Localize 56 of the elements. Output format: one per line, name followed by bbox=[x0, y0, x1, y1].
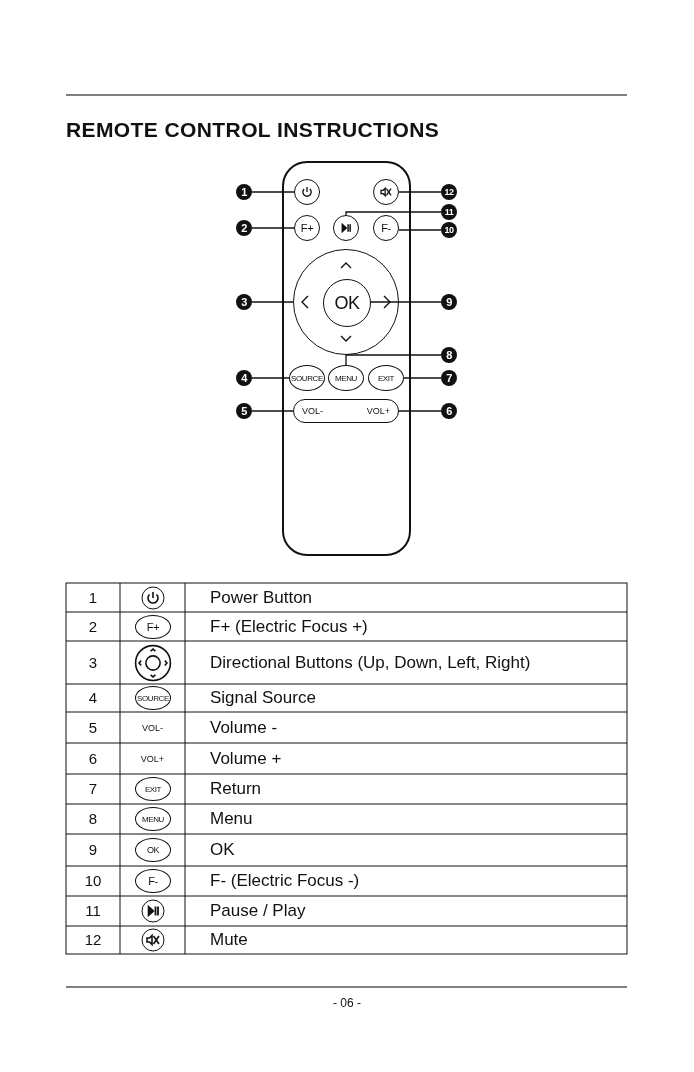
function-description: Menu bbox=[210, 808, 253, 830]
leader-line bbox=[403, 377, 442, 379]
callout-number: 5 bbox=[236, 403, 252, 419]
function-description: Power Button bbox=[210, 586, 313, 609]
callout-number: 8 bbox=[441, 347, 457, 363]
function-description: Return bbox=[210, 778, 262, 800]
row-number: 5 bbox=[87, 717, 99, 738]
leader-line bbox=[398, 229, 442, 231]
function-description: F+ (Electric Focus +) bbox=[210, 615, 368, 638]
row-number: 8 bbox=[87, 809, 99, 829]
leader-line bbox=[398, 410, 442, 412]
function-description: F- (Electric Focus -) bbox=[210, 870, 360, 892]
callout-number: 12 bbox=[441, 184, 457, 200]
callout-number: 4 bbox=[236, 370, 252, 386]
button-label: VOL- bbox=[302, 406, 323, 416]
leader-line bbox=[251, 377, 290, 379]
callout-number: 9 bbox=[441, 294, 457, 310]
row-number: 12 bbox=[83, 930, 103, 950]
callout-number: 2 bbox=[236, 220, 252, 236]
page-number: - 06 - bbox=[332, 996, 362, 1010]
callout-number: 7 bbox=[441, 370, 457, 386]
leader-line bbox=[345, 211, 442, 216]
leader-line bbox=[398, 191, 442, 193]
leader-line bbox=[369, 301, 442, 303]
callout-number: 11 bbox=[441, 204, 457, 220]
row-number: 6 bbox=[87, 748, 99, 769]
function-description: Pause / Play bbox=[210, 900, 306, 922]
row-number: 2 bbox=[87, 616, 99, 637]
callout-number: 1 bbox=[236, 184, 252, 200]
row-number: 7 bbox=[87, 779, 99, 799]
button-label: VOL+ bbox=[139, 752, 166, 766]
row-number: 3 bbox=[87, 652, 99, 673]
page-title: REMOTE CONTROL INSTRUCTIONS bbox=[66, 118, 440, 142]
callout-number: 10 bbox=[441, 222, 457, 238]
function-description: Mute bbox=[210, 929, 248, 951]
leader-line bbox=[251, 410, 294, 412]
row-number: 4 bbox=[87, 688, 99, 708]
callout-number: 3 bbox=[236, 294, 252, 310]
button-badge: SOURCE bbox=[135, 686, 171, 710]
callout-number: 6 bbox=[441, 403, 457, 419]
function-description: Volume + bbox=[210, 747, 282, 770]
row-number: 9 bbox=[87, 840, 99, 860]
row-number: 1 bbox=[87, 587, 99, 608]
button-label: VOL+ bbox=[366, 406, 390, 416]
leader-line bbox=[251, 301, 294, 303]
button-label: VOL- bbox=[141, 721, 164, 735]
remote-button: SOURCE bbox=[289, 365, 325, 391]
function-description: Signal Source bbox=[210, 687, 316, 709]
leader-line bbox=[251, 227, 295, 229]
function-description: Directional Buttons (Up, Down, Left, Right) bbox=[210, 651, 531, 674]
function-description: Volume - bbox=[210, 716, 278, 739]
leader-line bbox=[251, 191, 295, 193]
row-number: 11 bbox=[84, 901, 102, 921]
row-number: 10 bbox=[83, 871, 103, 891]
function-description: OK bbox=[210, 839, 235, 861]
leader-line bbox=[345, 354, 442, 366]
